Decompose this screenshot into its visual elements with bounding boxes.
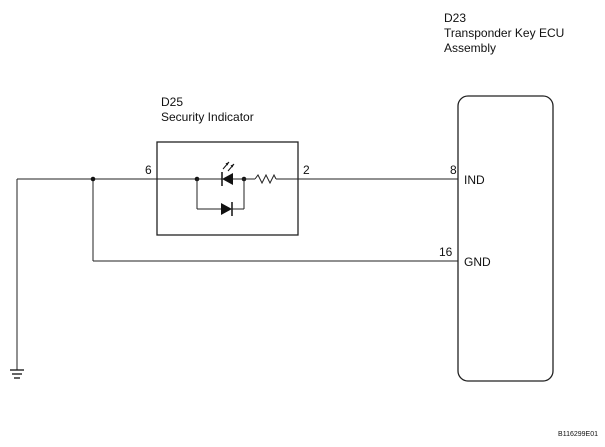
junction-dot xyxy=(90,176,96,182)
ecu-code: D23 xyxy=(444,11,466,25)
ecu-pin-8: 8 xyxy=(450,163,457,177)
ecu-pin-gnd-label: GND xyxy=(464,255,491,269)
indicator-pin-2: 2 xyxy=(303,163,310,177)
ecu-pin-16: 16 xyxy=(439,245,453,259)
indicator-name: Security Indicator xyxy=(161,110,254,124)
figure-id: B116299E01 xyxy=(558,431,598,438)
diode-icon xyxy=(196,179,245,216)
ecu-pin-ind-label: IND xyxy=(464,173,485,187)
gnd-wire xyxy=(92,179,458,262)
ecu-box xyxy=(457,95,554,382)
ecu-name-line1: Transponder Key ECU xyxy=(444,26,564,40)
resistor-icon xyxy=(254,173,277,185)
ground-icon xyxy=(10,369,24,379)
indicator-code: D25 xyxy=(161,95,183,109)
led-icon xyxy=(197,161,255,186)
indicator-box xyxy=(156,141,299,236)
indicator-pin-6: 6 xyxy=(145,163,152,177)
ecu-name-line2: Assembly xyxy=(444,41,496,55)
